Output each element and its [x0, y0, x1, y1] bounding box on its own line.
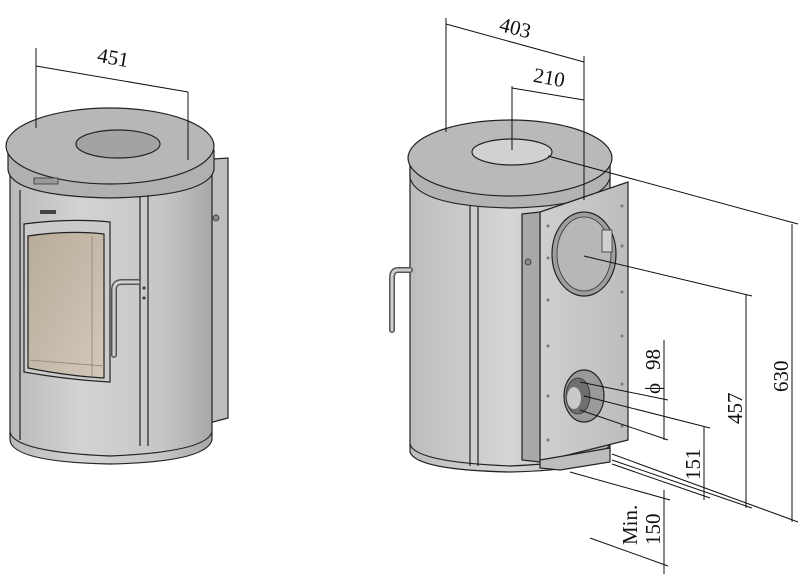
air-slot	[33, 177, 59, 185]
rear-bottom-bracket	[539, 447, 611, 471]
rear-plate-edge	[521, 211, 541, 463]
dimension-intake-diameter: ϕ 98	[579, 340, 669, 441]
flue-offset-label: 210	[532, 63, 567, 92]
intake-diameter-label: 98	[641, 349, 665, 370]
hinge	[142, 286, 146, 290]
min-clearance-label: 150	[641, 514, 665, 546]
front-stove-base	[9, 431, 213, 457]
front-width-label: 451	[96, 43, 131, 72]
intake-diameter-symbol: ϕ	[641, 383, 665, 394]
dimension-min-clearance: Min. 150	[569, 471, 671, 574]
dimension-total-height: 630	[547, 155, 799, 523]
dimension-rear-width: 403	[445, 12, 585, 200]
front-glass-window	[27, 231, 105, 379]
min-label: Min.	[618, 505, 642, 545]
total-height-label: 630	[769, 361, 793, 393]
dimension-front-width: 451	[35, 43, 189, 160]
firebox-line	[27, 359, 105, 367]
plate-rivets	[546, 204, 624, 442]
rear-stove	[389, 119, 629, 473]
outlet-height-label: 457	[723, 393, 747, 425]
hinge	[142, 296, 146, 300]
rear-side-handle	[389, 267, 413, 333]
brand-logo	[40, 210, 56, 214]
dimension-flue-offset: 210	[511, 63, 585, 150]
outlet-latch	[601, 229, 613, 253]
plate-screw	[524, 258, 532, 266]
dimension-intake-height: 151	[583, 395, 711, 500]
rear-width-label: 403	[497, 12, 533, 43]
front-stove	[5, 107, 229, 465]
bracket-screw	[212, 214, 220, 222]
dimension-outlet-height: 457	[583, 255, 753, 509]
front-top-disc	[75, 129, 161, 159]
intake-height-label: 151	[681, 449, 705, 481]
